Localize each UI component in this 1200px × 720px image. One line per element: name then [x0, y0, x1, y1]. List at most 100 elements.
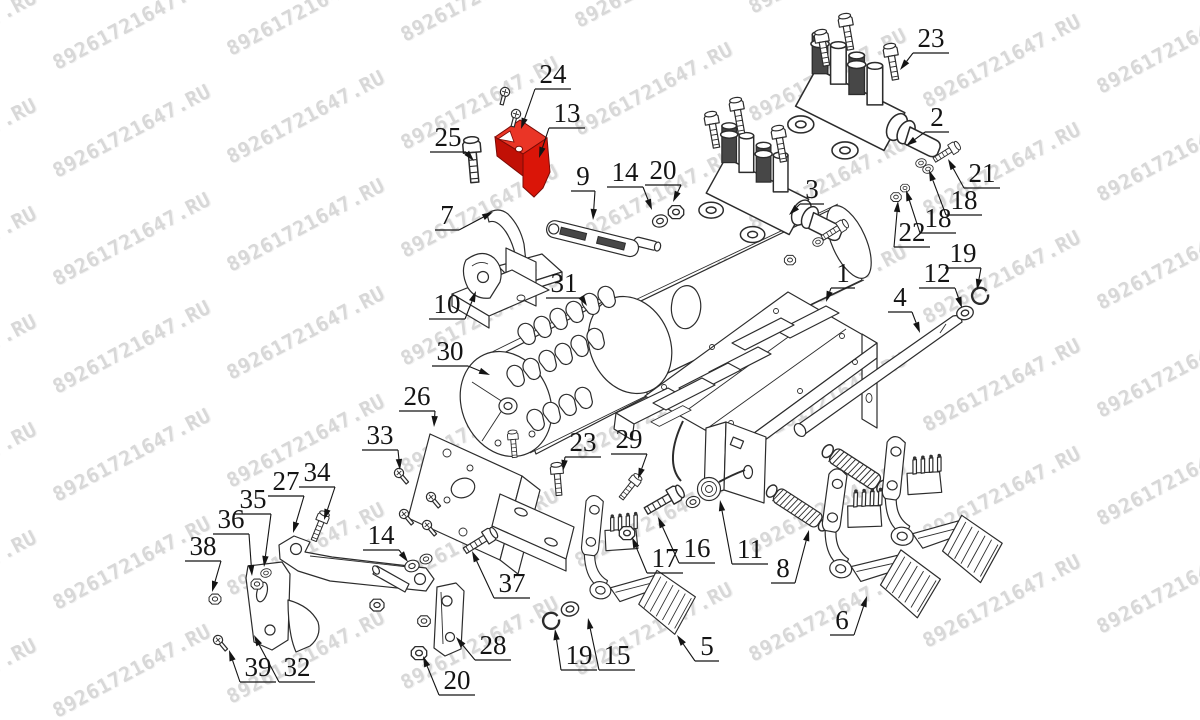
callout-number: 6	[835, 605, 849, 635]
callout-2: 2	[906, 102, 949, 146]
callout-16: 16	[658, 517, 715, 564]
pedal-5	[568, 493, 708, 637]
callout-number: 32	[284, 652, 311, 682]
arrowhead	[395, 458, 403, 470]
callout-24: 24	[521, 59, 571, 129]
callout-number: 19	[950, 238, 977, 268]
arrowhead	[553, 629, 560, 641]
arrowhead	[478, 367, 490, 375]
arrowhead	[254, 635, 262, 647]
plate-26	[407, 433, 575, 575]
callout-number: 22	[899, 217, 926, 247]
arrowhead	[913, 321, 920, 333]
arrowhead	[456, 637, 466, 648]
callout-22: 22	[893, 201, 930, 248]
callout-15: 15	[587, 618, 635, 671]
arrowhead	[658, 517, 666, 529]
arrowhead	[718, 500, 726, 512]
callout-number: 5	[700, 631, 714, 661]
callout-number: 3	[805, 174, 819, 204]
callout-14: 14	[607, 157, 652, 210]
callout-17: 17	[632, 537, 683, 574]
callout-number: 9	[576, 161, 590, 191]
arrowhead	[324, 508, 331, 520]
bracket-10	[451, 247, 550, 329]
arrowhead	[481, 212, 493, 220]
arrowhead	[906, 136, 917, 146]
arrowhead	[673, 190, 681, 202]
arrowhead	[211, 580, 219, 592]
arrowhead	[645, 198, 652, 210]
arrowhead	[893, 201, 901, 213]
callout-number: 23	[918, 23, 945, 53]
callout-20: 20	[645, 155, 682, 202]
callout-number: 2	[930, 102, 944, 132]
arrowhead	[789, 204, 800, 215]
arrowhead	[468, 291, 476, 303]
arrowhead	[578, 294, 587, 306]
callout-26: 26	[399, 381, 438, 427]
callout-number: 18	[951, 185, 978, 215]
callout-31: 31	[546, 268, 587, 306]
arrowhead	[955, 296, 962, 308]
callout-number: 12	[924, 258, 951, 288]
callout-9: 9	[571, 161, 597, 220]
callout-7: 7	[435, 200, 493, 231]
callout-28: 28	[456, 630, 511, 661]
callout-10: 10	[429, 289, 476, 320]
callout-6: 6	[830, 596, 867, 636]
callout-21: 21	[948, 158, 1000, 189]
arrowhead	[900, 59, 910, 70]
callout-27: 27	[268, 466, 305, 533]
arrowhead	[472, 551, 480, 563]
arrowhead	[539, 146, 546, 158]
arrowhead	[248, 564, 255, 576]
callout-37: 37	[472, 551, 530, 599]
arrowhead	[229, 650, 236, 662]
arrowhead	[262, 555, 269, 567]
callout-18: 18	[906, 190, 956, 234]
callout-number: 21	[969, 158, 996, 188]
lever-9	[545, 220, 662, 258]
callout-19: 19	[553, 629, 597, 671]
callout-number: 25	[435, 122, 462, 152]
arrowhead	[929, 170, 936, 182]
callout-number: 1	[836, 258, 850, 288]
callout-29: 29	[611, 424, 648, 479]
torsion-spring-11	[671, 420, 767, 504]
callout-number: 26	[404, 381, 431, 411]
callout-number: 31	[551, 268, 578, 298]
callout-number: 15	[604, 640, 631, 670]
callout-8: 8	[771, 530, 810, 584]
bracket-13-highlighted	[494, 119, 551, 198]
callout-number: 30	[437, 336, 464, 366]
callout-39: 39	[229, 650, 276, 683]
callout-3: 3	[789, 174, 824, 215]
shaft-4	[793, 315, 963, 438]
callout-number: 29	[616, 424, 643, 454]
arrowhead	[464, 150, 474, 161]
callout-number: 7	[440, 200, 454, 230]
callout-number: 20	[444, 665, 471, 695]
arrowhead	[423, 656, 431, 668]
arrowhead	[561, 459, 568, 471]
arrowhead	[906, 190, 913, 202]
callout-30: 30	[432, 336, 490, 375]
callout-36: 36	[213, 504, 255, 576]
callout-number: 39	[245, 652, 272, 682]
callout-33: 33	[362, 420, 403, 470]
callout-12: 12	[919, 258, 962, 308]
callout-number: 16	[684, 533, 711, 563]
callout-number: 8	[776, 553, 790, 583]
callout-1: 1	[826, 258, 855, 302]
callout-38: 38	[185, 531, 222, 592]
arrowhead	[431, 415, 438, 427]
callout-32: 32	[254, 635, 315, 683]
callout-number: 10	[434, 289, 461, 319]
callout-number: 19	[566, 640, 593, 670]
pivot-pin	[371, 565, 410, 593]
drum-30	[459, 283, 673, 458]
callout-11: 11	[718, 500, 768, 565]
